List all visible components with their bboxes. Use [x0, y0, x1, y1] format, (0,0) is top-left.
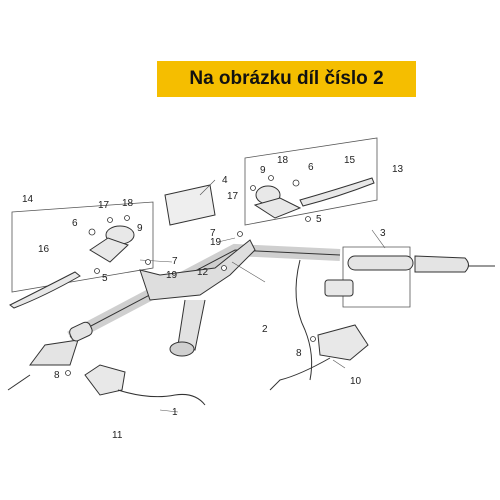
- callout-14: 14: [22, 194, 34, 205]
- right-switch-housing: [317, 324, 369, 361]
- callout-10: 10: [350, 376, 362, 387]
- banner-text: Na obrázku díl číslo 2: [189, 68, 384, 89]
- callout-18-left: 18: [122, 198, 134, 209]
- callout-15: 15: [344, 155, 356, 166]
- callout-5-left: 5: [102, 273, 108, 284]
- right-brake-lever: [299, 177, 375, 207]
- callout-1: 1: [172, 407, 178, 418]
- callout-19-right: 19: [210, 237, 222, 248]
- left-lever-group-frame: [11, 201, 154, 293]
- left-bar-end-bolt: [7, 374, 31, 391]
- callout-9-left: 9: [137, 223, 143, 234]
- throttle-clamp: [324, 279, 354, 297]
- callout-6-right: 6: [308, 162, 314, 173]
- callout-19-left: 19: [166, 270, 178, 281]
- screw-6-right: [292, 179, 300, 187]
- callout-2: 2: [262, 324, 268, 335]
- screw-18-right: [268, 175, 274, 181]
- screw-8-right: [310, 336, 316, 342]
- screw-19-right: [237, 231, 243, 237]
- group-leaders: [139, 179, 386, 413]
- stem-base: [169, 341, 195, 357]
- screw-12: [221, 265, 227, 271]
- right-grip-inner: [347, 255, 414, 271]
- callout-13: 13: [392, 164, 404, 175]
- screw-19-left: [145, 259, 151, 265]
- callout-11: 11: [112, 430, 123, 441]
- callout-17-right: 17: [227, 191, 239, 202]
- throttle-cable: [295, 259, 313, 381]
- right-lever-group-frame: [244, 137, 378, 226]
- callout-7-left: 7: [172, 256, 178, 267]
- screw-17-left: [107, 217, 113, 223]
- callout-9-right: 9: [260, 165, 266, 176]
- left-brake-lever: [9, 271, 81, 309]
- callout-5-right: 5: [316, 214, 322, 225]
- callout-6-left: 6: [72, 218, 78, 229]
- callout-16: 16: [38, 244, 50, 255]
- screw-8-left: [65, 370, 71, 376]
- callout-3: 3: [380, 228, 386, 239]
- reservoir-cover: [164, 184, 216, 226]
- left-switch-housing: [84, 364, 126, 396]
- group-callouts: 1 2 3 4 5 5 6 6 7 7 8 8 9 9 10 11 12 13 …: [22, 155, 404, 441]
- left-grip: [29, 339, 79, 366]
- part-number-banner: Na obrázku díl číslo 2: [157, 61, 416, 97]
- right-grip: [414, 255, 469, 273]
- callout-12: 12: [197, 267, 209, 278]
- group-fasteners: [65, 175, 316, 376]
- left-grip-sleeve: [69, 321, 93, 342]
- callout-8-left: 8: [54, 370, 60, 381]
- screw-6-left: [88, 228, 96, 236]
- group-controls: [9, 177, 375, 396]
- left-master-body: [89, 237, 129, 263]
- nut-5-left: [94, 268, 100, 274]
- right-switch-wiring: [269, 357, 331, 391]
- group-handlebar: [67, 239, 341, 357]
- group-cables: [117, 259, 331, 406]
- callout-18-right: 18: [277, 155, 289, 166]
- left-switch-wiring: [117, 389, 206, 406]
- group-grips: [7, 255, 495, 391]
- callout-4: 4: [222, 175, 228, 186]
- callout-17-left: 17: [98, 200, 110, 211]
- screw-17-right: [250, 185, 256, 191]
- handlebar-clamp: [139, 239, 256, 301]
- callout-8-right: 8: [296, 348, 302, 359]
- handlebar-tube-outline: [69, 249, 341, 338]
- right-master-body: [253, 197, 302, 219]
- callout-7-right: 7: [210, 228, 216, 239]
- screw-18-left: [124, 215, 130, 221]
- nut-5-right: [305, 216, 311, 222]
